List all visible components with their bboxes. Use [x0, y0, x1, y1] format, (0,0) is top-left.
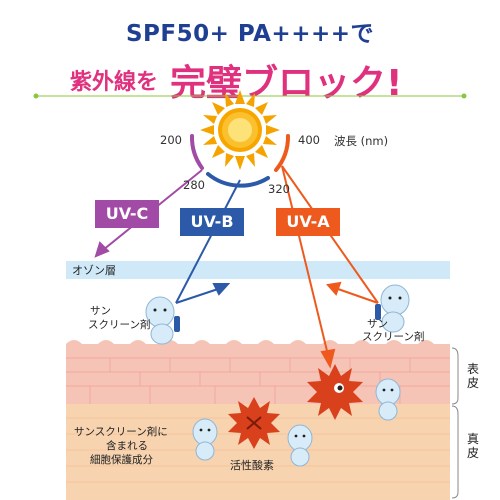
mascot-protector-1: [192, 418, 218, 461]
protect-label-line3: 細胞保護成分: [90, 454, 153, 466]
wavelength-280: 280: [183, 178, 205, 192]
headline-spf: SPF50+ PA++++で: [125, 21, 375, 47]
sunscreen-left-line2: スクリーン剤: [88, 319, 151, 331]
ozone-label: オゾン層: [72, 264, 116, 277]
divider-line: [33, 93, 467, 99]
mascot-left: [145, 296, 180, 345]
wavelength-320: 320: [268, 182, 290, 196]
mascot-protector-3: [375, 378, 401, 421]
wavelength-400: 400: [298, 133, 320, 147]
active-oxygen-burst-2: [228, 397, 280, 449]
wavelength-unit-label: 波長 (nm): [334, 134, 389, 148]
active-oxygen-burst-1: [307, 364, 363, 420]
uva-arc: [274, 134, 291, 172]
sunscreen-right-line1: サン: [367, 318, 388, 330]
mascot-protector-2: [287, 424, 313, 467]
epidermis-label: 表皮: [466, 362, 479, 390]
sunscreen-left-line1: サン: [90, 305, 111, 317]
protect-label-line1: サンスクリーン剤に: [74, 426, 168, 438]
sun-icon: [200, 90, 280, 170]
headline-emphasis: 完璧ブロック!: [170, 63, 403, 104]
ozone-layer: [66, 261, 450, 279]
uvb-ray: [175, 179, 241, 304]
headline-prefix: 紫外線を: [70, 70, 159, 95]
sunscreen-right-line2: スクリーン剤: [362, 331, 425, 343]
uvc-tag: UV-C: [95, 200, 159, 228]
uvb-tag: UV-B: [180, 208, 244, 236]
uvc-arc: [189, 134, 204, 170]
active-oxygen-label: 活性酸素: [230, 459, 274, 472]
protect-label-line2: 含まれる: [106, 440, 148, 452]
dermis-label: 真皮: [466, 432, 479, 460]
mascot-right: [375, 284, 410, 333]
wavelength-200: 200: [160, 133, 182, 147]
layer-brackets: [451, 347, 459, 499]
uva-tag: UV-A: [276, 208, 340, 236]
